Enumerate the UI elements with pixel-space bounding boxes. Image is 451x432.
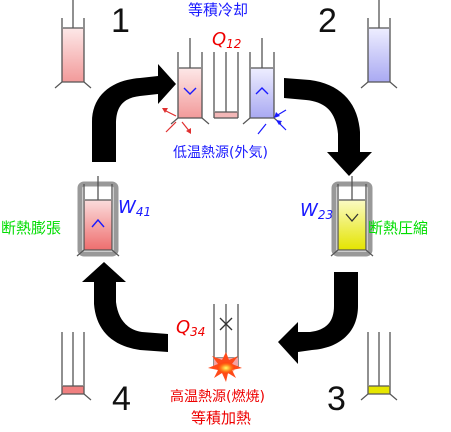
state-2-label: 2 [318, 2, 337, 40]
state-4-label: 4 [112, 380, 131, 418]
arrow-top-left [92, 64, 176, 162]
isochoric-cooling-label: 等積冷却 [188, 1, 249, 19]
work-w41-label: W41 [118, 197, 152, 220]
isochoric-heating-label: 等積加熱 [191, 409, 252, 427]
arrow-bottom-right [278, 272, 358, 364]
compression-cylinder [330, 176, 374, 257]
work-w23-label: W23 [300, 200, 334, 223]
combustion-flame-icon [208, 352, 242, 382]
arrow-bottom-left [82, 262, 168, 352]
state-1-label: 1 [111, 2, 130, 40]
cylinder-state-3 [360, 332, 398, 401]
cylinder-state-1 [54, 0, 92, 89]
heat-q12-label: Q12 [212, 29, 242, 52]
state-3-label: 3 [327, 380, 346, 418]
cylinder-state-4 [54, 332, 92, 401]
arrow-top-right [284, 78, 372, 176]
adiabatic-compression-label: 断熱圧縮 [368, 219, 429, 237]
heat-out-arrows [162, 108, 287, 135]
cooling-cylinder-right [242, 38, 282, 125]
cooling-cylinder-middle [213, 52, 239, 119]
expansion-cylinder [76, 176, 120, 257]
cooling-cylinder-left [170, 38, 210, 125]
low-temp-reservoir-label: 低温熱源(外気) [173, 145, 268, 161]
high-temp-reservoir-label: 高温熱源(燃焼) [170, 389, 265, 405]
adiabatic-expansion-label: 断熱膨張 [1, 219, 62, 237]
cylinder-state-2 [360, 0, 398, 89]
heat-q34-label: Q34 [176, 317, 206, 340]
